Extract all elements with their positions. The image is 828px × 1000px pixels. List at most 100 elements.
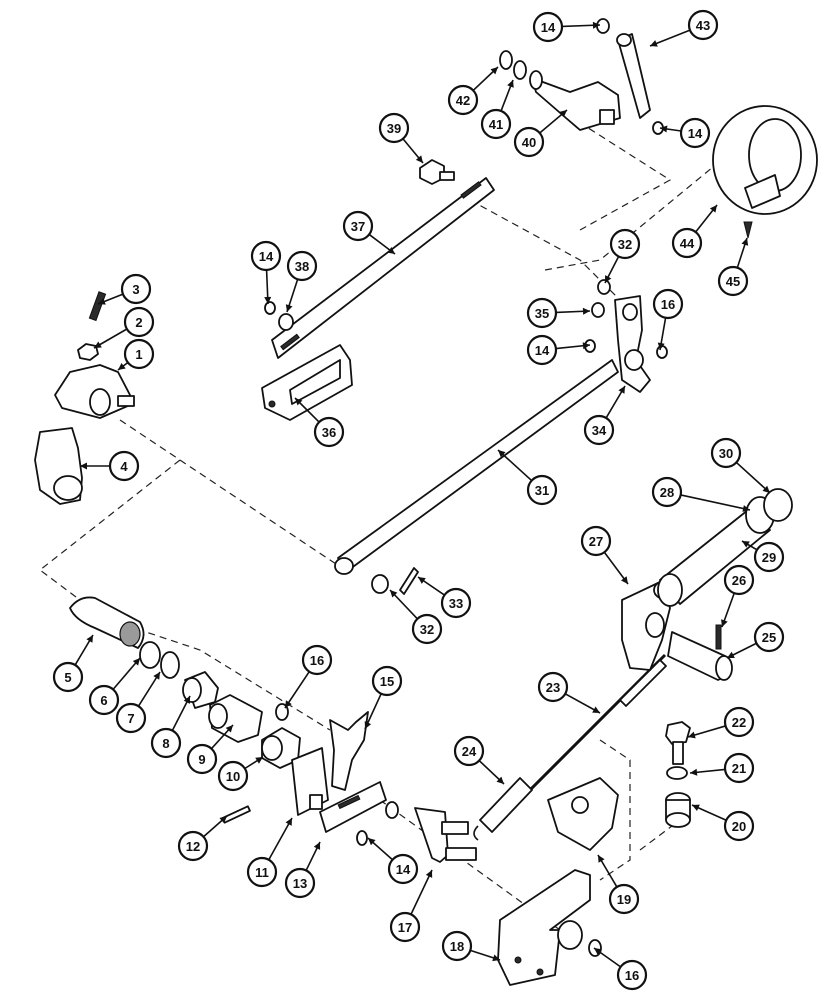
callout-bubble (88, 684, 120, 716)
callout-number: 11 (255, 865, 269, 880)
slotted-link (271, 177, 495, 359)
leader-arrowhead (295, 398, 303, 406)
leader-arrowhead (285, 304, 293, 312)
leader-arrowhead (727, 651, 735, 658)
callout-16: 16 (652, 288, 684, 351)
leader-arrowhead (255, 757, 263, 764)
callout-number: 14 (688, 126, 703, 141)
callout-number: 22 (732, 715, 746, 730)
callout-number: 30 (719, 446, 733, 461)
forked-lever (329, 711, 369, 791)
callout-20: 20 (691, 804, 755, 842)
callout-33: 33 (417, 576, 472, 619)
callout-layer: 3214567891011121314141414141516161617181… (52, 9, 785, 991)
callout-21: 21 (689, 752, 755, 784)
callout-bubble (453, 735, 485, 767)
leader-arrowhead (657, 342, 665, 350)
leader-arrowhead (153, 672, 160, 680)
callout-29: 29 (741, 540, 785, 573)
snap-ring-42 (499, 50, 513, 70)
leader-arrowhead (559, 110, 567, 118)
callout-14: 14 (532, 11, 601, 43)
leader-arrowhead (285, 818, 292, 826)
bolt-22 (665, 721, 691, 765)
leader-arrowhead (132, 658, 140, 666)
bushing (182, 671, 219, 709)
leader-arrowhead (118, 362, 126, 370)
callout-bubble (651, 476, 683, 508)
callout-43: 43 (649, 9, 719, 47)
leader-arrowhead (225, 725, 233, 733)
callout-15: 15 (364, 665, 403, 730)
leader-arrowhead (80, 462, 87, 470)
callout-bubble (447, 84, 479, 116)
callout-number: 32 (420, 622, 434, 637)
callout-44: 44 (671, 204, 718, 259)
washer-small (385, 801, 399, 819)
callout-bubble (513, 126, 545, 158)
callout-27: 27 (580, 525, 629, 585)
callout-number: 9 (198, 752, 205, 767)
leader-arrowhead (650, 40, 658, 47)
callout-number: 40 (522, 135, 536, 150)
callout-number: 4 (120, 459, 128, 474)
callout-number: 39 (387, 121, 401, 136)
leader-arrowhead (94, 341, 102, 348)
callout-number: 5 (64, 670, 71, 685)
mounting-bracket (497, 869, 591, 986)
washer-16-mid (656, 345, 668, 359)
leader-arrowhead (690, 768, 698, 776)
stud (419, 159, 455, 185)
callout-bubble (537, 671, 569, 703)
o-ring-41 (513, 60, 527, 80)
collar (712, 105, 818, 215)
callout-bubble (52, 661, 84, 693)
callout-number: 29 (762, 550, 776, 565)
leader-arrowhead (390, 590, 398, 598)
clamp-hub (54, 364, 135, 419)
callout-bubble (723, 706, 755, 738)
callout-bubble (723, 564, 755, 596)
callout-40: 40 (513, 109, 568, 158)
callout-bubble (120, 273, 152, 305)
callout-number: 43 (696, 18, 710, 33)
callout-45: 45 (717, 237, 749, 297)
callout-number: 12 (186, 839, 200, 854)
callout-39: 39 (378, 112, 424, 164)
callout-32: 32 (389, 589, 443, 645)
leader-arrowhead (762, 485, 770, 493)
callout-number: 17 (398, 920, 412, 935)
callout-7: 7 (115, 671, 161, 734)
leader-arrowhead (660, 125, 668, 133)
leader-arrowhead (264, 296, 272, 304)
leader-arrowhead (582, 307, 590, 315)
leader-arrowhead (387, 246, 395, 254)
callout-bubble (246, 856, 278, 888)
callout-19: 19 (597, 854, 640, 915)
yoke-shaft (529, 70, 621, 131)
callout-1: 1 (117, 338, 155, 371)
washer-35 (591, 302, 605, 318)
washer-small-b (356, 830, 368, 846)
callout-13: 13 (284, 841, 321, 899)
callout-bubble (671, 227, 703, 259)
set-screw (88, 291, 107, 322)
leader-arrowhead (183, 696, 190, 704)
leader-line (680, 494, 751, 511)
callout-number: 18 (450, 939, 464, 954)
callout-number: 16 (661, 297, 675, 312)
callout-bubble (342, 210, 374, 242)
callout-bubble (115, 702, 147, 734)
callout-number: 8 (162, 736, 169, 751)
leader-arrowhead (721, 619, 728, 627)
callout-18: 18 (441, 930, 501, 962)
callout-number: 20 (732, 819, 746, 834)
bracket (34, 427, 83, 505)
washer-32 (371, 574, 389, 594)
leader-arrowhead (490, 67, 498, 75)
callout-number: 37 (351, 219, 365, 234)
callout-bubble (679, 117, 711, 149)
callout-35: 35 (526, 297, 591, 329)
block (261, 344, 353, 421)
leader-arrowhead (415, 155, 423, 163)
